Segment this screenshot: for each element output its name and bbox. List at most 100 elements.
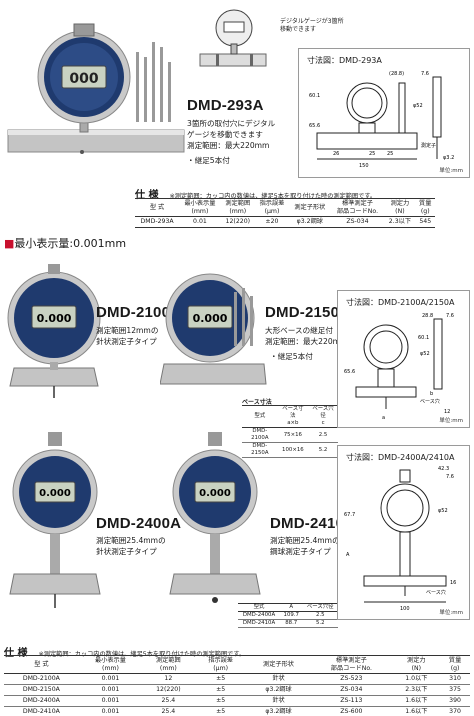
spec2-cell: 0.001 — [78, 695, 143, 707]
spec2-header: 最小表示量(mm) — [78, 655, 143, 674]
spec2-cell: 25.4 — [142, 706, 195, 716]
dmd-2100a-description: 測定範囲12mmの 針状測定子タイプ — [96, 326, 159, 346]
base2-cell: 5.2 — [302, 619, 338, 628]
spec2-cell: ±5 — [194, 673, 247, 685]
dimension-drawing-dmd-2100a: 寸法図：DMD-2100A/2150A 28.8 7.6 60.1 φ52 65… — [337, 290, 470, 428]
spec2-cell: ±5 — [194, 706, 247, 716]
spec1-cell: 12(220) — [220, 216, 255, 228]
spec2-cell: ZS-034 — [310, 684, 393, 696]
svg-text:ベース穴: ベース穴 — [426, 589, 446, 596]
dmd-2150a-photo: 0.000 — [160, 273, 267, 385]
spec2-cell: ZS-600 — [310, 706, 393, 716]
dmd-2410a-photo: 0.000 — [169, 432, 261, 603]
base2-cell: 2.5 — [302, 611, 338, 620]
gauge-mount-illustration — [199, 9, 267, 67]
svg-text:7.6: 7.6 — [446, 474, 454, 480]
spec2-cell: DMD-2150A — [4, 684, 79, 696]
dmd-293a-photo: 000 — [7, 23, 185, 154]
spec2-cell: 針状 — [246, 695, 311, 707]
spec2-header: 標準測定子部品コードNo. — [310, 655, 393, 674]
spec2-header: 測定子形状 — [246, 655, 311, 674]
spec2-cell: ZS-113 — [310, 695, 393, 707]
spec1-header: 測定範囲(mm) — [220, 198, 255, 217]
spec-heading-1: 仕 様 ※測定範囲：カッコ内の数値は、継足5本を取り付けた時の測定範囲です。 — [135, 190, 377, 201]
svg-text:0.000: 0.000 — [37, 312, 72, 325]
svg-text:25: 25 — [369, 151, 375, 157]
spec1-header: 最小表示量(mm) — [179, 198, 221, 217]
base2-cell: DMD-2410A — [238, 619, 280, 628]
dmd-2100a-photo: 0.000 — [7, 264, 101, 398]
base2-header: ベース穴径 — [302, 603, 338, 612]
spec2-cell: 375 — [440, 684, 470, 696]
svg-text:67.7: 67.7 — [344, 512, 355, 518]
svg-text:A: A — [346, 552, 350, 558]
model-name-dmd-2100a: DMD-2100A — [96, 304, 182, 321]
spec2-cell: 0.001 — [78, 706, 143, 716]
svg-text:42.3: 42.3 — [438, 466, 449, 472]
dimension-drawing-dmd-2400a: 寸法図：DMD-2400A/2410A 42.3 7.6 67.7 φ52 A … — [337, 445, 470, 620]
svg-text:0.000: 0.000 — [193, 312, 228, 325]
spec-table-dmd-293a: 型 式最小表示量(mm)測定範囲(mm)指示誤差(μm)測定子形状標準測定子部品… — [135, 198, 435, 228]
svg-text:65.6: 65.6 — [344, 369, 355, 375]
base2-cell: DMD-2400A — [238, 611, 280, 620]
svg-text:ベース穴: ベース穴 — [420, 398, 440, 405]
svg-text:60.1: 60.1 — [309, 93, 320, 99]
svg-text:(28.8): (28.8) — [389, 71, 404, 77]
svg-text:12: 12 — [444, 409, 450, 415]
spec2-cell: 2.3以下 — [392, 684, 441, 696]
spec2-header: 測定範囲(mm) — [142, 655, 195, 674]
spec2-cell: 370 — [440, 706, 470, 716]
base1-cell: 75×16 — [277, 427, 309, 443]
spec1-header: 型 式 — [135, 198, 180, 217]
model-name-dmd-2400a: DMD-2400A — [96, 515, 182, 532]
svg-text:φ52: φ52 — [413, 103, 423, 109]
svg-text:65.6: 65.6 — [309, 123, 320, 129]
spec2-cell: DMD-2100A — [4, 673, 79, 685]
svg-text:a: a — [382, 415, 385, 421]
spec1-cell: ±20 — [254, 216, 290, 228]
base1-header: 型式 — [242, 405, 278, 428]
spec1-cell: 0.01 — [179, 216, 221, 228]
spec2-cell: 1.6以下 — [392, 695, 441, 707]
spec2-header: 型 式 — [4, 655, 79, 674]
spec2-cell: ZS-523 — [310, 673, 393, 685]
dmd-2410a-description: 測定範囲25.4mmの 鋼球測定子タイプ — [270, 536, 340, 556]
base1-cell: DMD-2150A — [242, 442, 278, 458]
svg-text:150: 150 — [359, 163, 369, 169]
model-name-dmd-2410a: DMD-2410A — [270, 515, 356, 532]
dimension-title: 寸法図：DMD-293A — [307, 56, 382, 65]
spec1-header: 質量(g) — [415, 198, 435, 217]
spec2-cell: DMD-2410A — [4, 706, 79, 716]
section-heading: ■最小表示量:0.001mm — [4, 237, 127, 250]
model-name-dmd-293a: DMD-293A — [187, 97, 264, 114]
svg-text:100: 100 — [400, 606, 410, 612]
spec1-header: 測定子形状 — [289, 198, 331, 217]
base1-cell: 5.2 — [308, 442, 338, 458]
spec2-cell: 12(220) — [142, 684, 195, 696]
spec2-cell: 1.6以下 — [392, 706, 441, 716]
spec2-cell: 390 — [440, 695, 470, 707]
spec-table-dmd-2100a-2410a: 型 式最小表示量(mm)測定範囲(mm)指示誤差(μm)測定子形状標準測定子部品… — [4, 655, 470, 716]
spec2-cell: 25.4 — [142, 695, 195, 707]
spec2-cell: ±5 — [194, 695, 247, 707]
base2-header: A — [280, 603, 303, 612]
base2-header: 型式 — [238, 603, 280, 612]
svg-text:16: 16 — [450, 580, 456, 586]
base1-cell: DMD-2100A — [242, 427, 278, 443]
spec-heading-2: 仕 様 ※測定範囲：カッコ内の数値は、継足5本を取り付けた時の測定範囲です。 — [4, 648, 246, 659]
spec1-cell: 2.3以下 — [384, 216, 416, 228]
spec2-cell: 0.001 — [78, 673, 143, 685]
base-dimension-heading: ベース寸法 — [242, 399, 272, 406]
spec2-cell: ±5 — [194, 684, 247, 696]
spec2-cell: DMD-2400A — [4, 695, 79, 707]
spec2-cell: 12 — [142, 673, 195, 685]
